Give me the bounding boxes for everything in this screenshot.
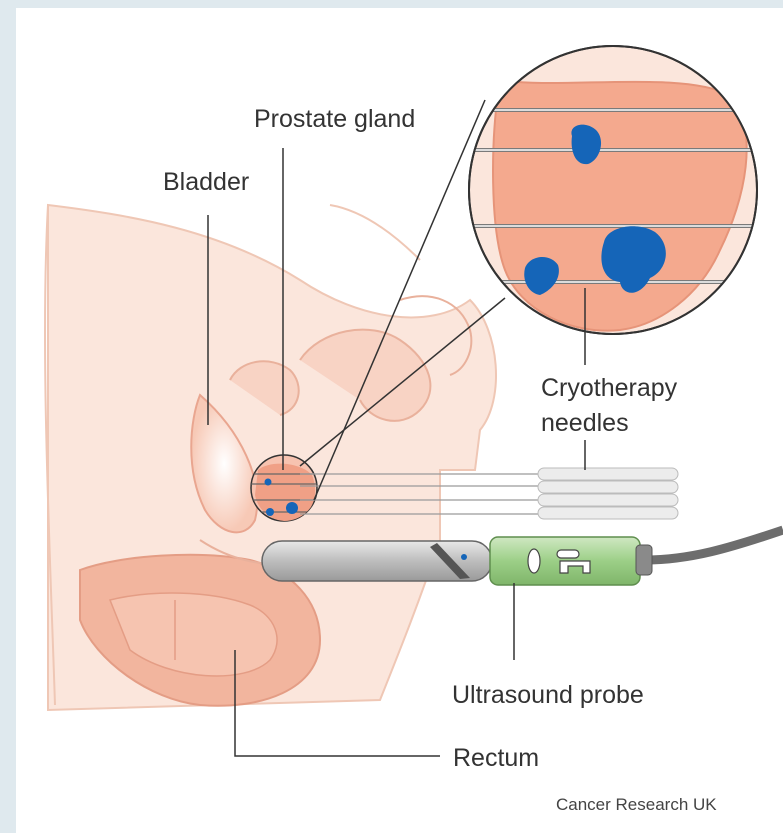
tumour-spot bbox=[265, 479, 272, 486]
label-cryotherapy-line2: needles bbox=[541, 409, 629, 437]
needle-handle bbox=[538, 507, 678, 519]
tumour-spot bbox=[286, 502, 298, 514]
label-cryotherapy-line1: Cryotherapy bbox=[541, 374, 678, 402]
label-ultrasound-probe: Ultrasound probe bbox=[452, 681, 644, 709]
label-bladder: Bladder bbox=[163, 168, 249, 196]
tumour-spot bbox=[266, 508, 274, 516]
needle-handle bbox=[538, 481, 678, 493]
label-rectum: Rectum bbox=[453, 744, 539, 772]
label-prostate-gland: Prostate gland bbox=[254, 105, 415, 133]
image-credit: Cancer Research UK bbox=[556, 795, 717, 814]
probe-button bbox=[528, 549, 540, 573]
needle-handle bbox=[538, 494, 678, 506]
magnified-prostate-view bbox=[469, 46, 760, 334]
needle-handle bbox=[538, 468, 678, 480]
